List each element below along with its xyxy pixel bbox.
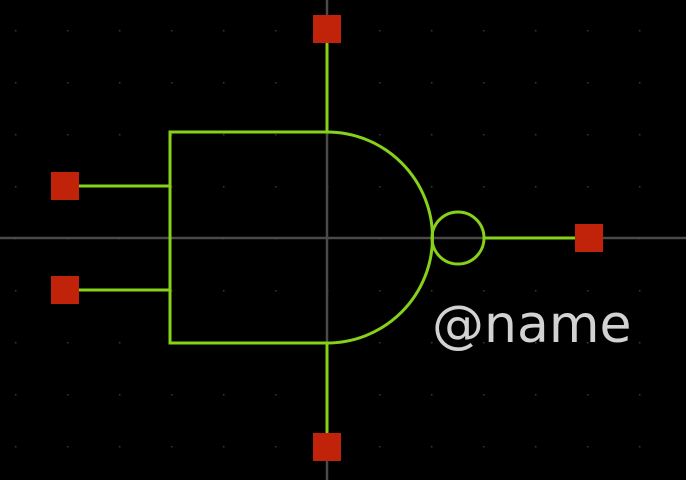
grid-dot — [171, 82, 173, 84]
grid-dot — [483, 82, 485, 84]
grid-dot — [431, 82, 433, 84]
grid-dot — [535, 290, 537, 292]
grid-dot — [15, 394, 17, 396]
grid-dot — [483, 342, 485, 344]
pin-input-a[interactable] — [51, 172, 79, 200]
grid-dot — [223, 290, 225, 292]
grid-dot — [379, 446, 381, 448]
nand-gate-body[interactable] — [79, 42, 576, 433]
grid-dot — [535, 186, 537, 188]
grid-dot — [171, 290, 173, 292]
pin-bottom[interactable] — [313, 433, 341, 461]
grid-dot — [275, 186, 277, 188]
grid-dot — [587, 30, 589, 32]
grid-dot — [483, 394, 485, 396]
grid-dot — [379, 394, 381, 396]
grid-dot — [171, 186, 173, 188]
grid-dot — [431, 186, 433, 188]
pin-input-b[interactable] — [51, 276, 79, 304]
grid-dot — [431, 290, 433, 292]
grid-dot — [379, 186, 381, 188]
grid-dot — [15, 342, 17, 344]
grid-dot — [483, 290, 485, 292]
grid-dot — [223, 134, 225, 136]
grid-dot — [431, 394, 433, 396]
grid-dot — [483, 134, 485, 136]
grid-dot — [67, 82, 69, 84]
grid-dot — [535, 82, 537, 84]
grid-dot — [67, 342, 69, 344]
grid-dot — [275, 290, 277, 292]
grid-dot — [639, 394, 641, 396]
grid-dot — [171, 134, 173, 136]
grid-dot — [587, 342, 589, 344]
grid-dot — [275, 394, 277, 396]
grid-dot — [431, 30, 433, 32]
grid-dot — [587, 186, 589, 188]
grid-dot — [67, 30, 69, 32]
grid-dot — [535, 134, 537, 136]
grid-dot — [639, 82, 641, 84]
grid-dot — [275, 30, 277, 32]
grid-dot — [275, 82, 277, 84]
grid-dot — [223, 82, 225, 84]
pin-output[interactable] — [575, 224, 603, 252]
grid-dot — [483, 30, 485, 32]
grid-dot — [639, 446, 641, 448]
grid-dot — [15, 82, 17, 84]
grid-dot — [15, 134, 17, 136]
grid-dot — [639, 342, 641, 344]
grid-dot — [587, 290, 589, 292]
grid-dot — [639, 134, 641, 136]
grid-dot — [67, 446, 69, 448]
grid-dot — [171, 30, 173, 32]
grid-dot — [119, 30, 121, 32]
grid-dot — [171, 394, 173, 396]
symbol-name-label[interactable]: @name — [432, 295, 631, 355]
grid-dot — [639, 30, 641, 32]
grid-dot — [119, 342, 121, 344]
pins — [51, 15, 603, 461]
grid-dot — [119, 82, 121, 84]
grid-dot — [431, 134, 433, 136]
grid-dot — [67, 394, 69, 396]
grid-dot — [223, 394, 225, 396]
grid-dot — [223, 30, 225, 32]
grid-dot — [119, 446, 121, 448]
grid-dot — [587, 394, 589, 396]
grid-dot — [379, 82, 381, 84]
grid-dot — [535, 342, 537, 344]
grid-dot — [587, 134, 589, 136]
grid-dot — [275, 446, 277, 448]
grid-dot — [223, 186, 225, 188]
grid-dot — [15, 30, 17, 32]
grid-dot — [171, 446, 173, 448]
grid-dot — [67, 134, 69, 136]
grid-dot — [587, 446, 589, 448]
pin-top[interactable] — [313, 15, 341, 43]
grid-dot — [431, 446, 433, 448]
grid-dot — [535, 394, 537, 396]
grid-dot — [483, 186, 485, 188]
grid-dot — [15, 446, 17, 448]
grid-dot — [587, 82, 589, 84]
grid-dot — [379, 342, 381, 344]
grid-dot — [15, 290, 17, 292]
grid-dot — [535, 446, 537, 448]
grid-dot — [223, 446, 225, 448]
grid-dot — [275, 134, 277, 136]
grid-dot — [639, 186, 641, 188]
grid-dot — [379, 30, 381, 32]
grid-dot — [639, 290, 641, 292]
grid-dot — [379, 134, 381, 136]
grid-dot — [483, 446, 485, 448]
grid-dot — [119, 134, 121, 136]
grid-dot — [535, 30, 537, 32]
grid-dot — [431, 342, 433, 344]
grid-dot — [379, 290, 381, 292]
grid-dot — [119, 394, 121, 396]
grid-dot — [15, 186, 17, 188]
